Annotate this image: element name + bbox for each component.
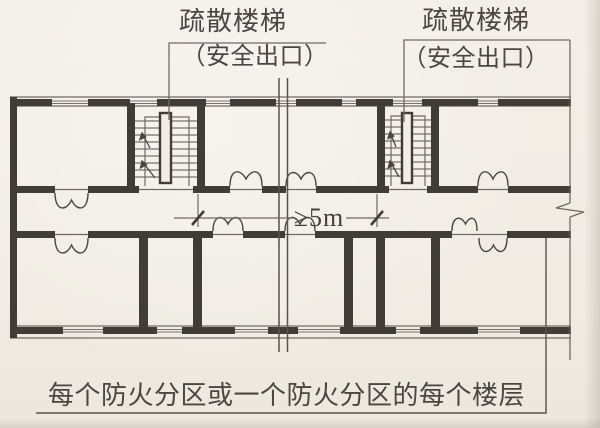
break-line-icon xyxy=(555,202,585,218)
caption-text: 每个防火分区或一个防火分区的每个楼层 xyxy=(48,381,525,410)
corridor-walls xyxy=(17,186,571,238)
up-arrow-icon xyxy=(386,130,400,178)
door-swing-arc-icon xyxy=(54,171,509,254)
fire-wall-line xyxy=(278,78,289,352)
up-arrow-icon xyxy=(138,131,156,179)
stair-landing-rail xyxy=(158,111,173,185)
window-glazing-lines xyxy=(52,100,520,333)
stairwell-right xyxy=(385,111,431,186)
dimension-value: ≥5m xyxy=(294,203,345,232)
leader-right-stair xyxy=(403,39,570,122)
dimension-tick-icon xyxy=(191,210,384,226)
scan-shadow-right xyxy=(584,0,600,428)
caption-group: 每个防火分区或一个防火分区的每个楼层 xyxy=(36,238,547,414)
stair-label-right-subtitle: （安全出口） xyxy=(403,45,550,72)
scan-shadow-bottom xyxy=(0,418,600,428)
interior-partition-walls xyxy=(127,103,440,327)
stairwell-left xyxy=(135,111,197,186)
stair-label-left-title: 疏散楼梯 xyxy=(179,7,287,36)
stair-label-right: 疏散楼梯 （安全出口） xyxy=(403,6,550,72)
caption-leader-line xyxy=(36,238,547,414)
section-cut-line xyxy=(555,40,585,360)
stair-label-left-subtitle: （安全出口） xyxy=(182,43,329,70)
leader-left-stair xyxy=(168,42,326,120)
label-leader-lines xyxy=(168,39,570,122)
dimension-5m: ≥5m xyxy=(174,194,389,232)
stair-label-left: 疏散楼梯 （安全出口） xyxy=(179,7,329,70)
stair-landing-rail xyxy=(400,111,414,185)
stair-label-right-title: 疏散楼梯 xyxy=(422,6,530,35)
